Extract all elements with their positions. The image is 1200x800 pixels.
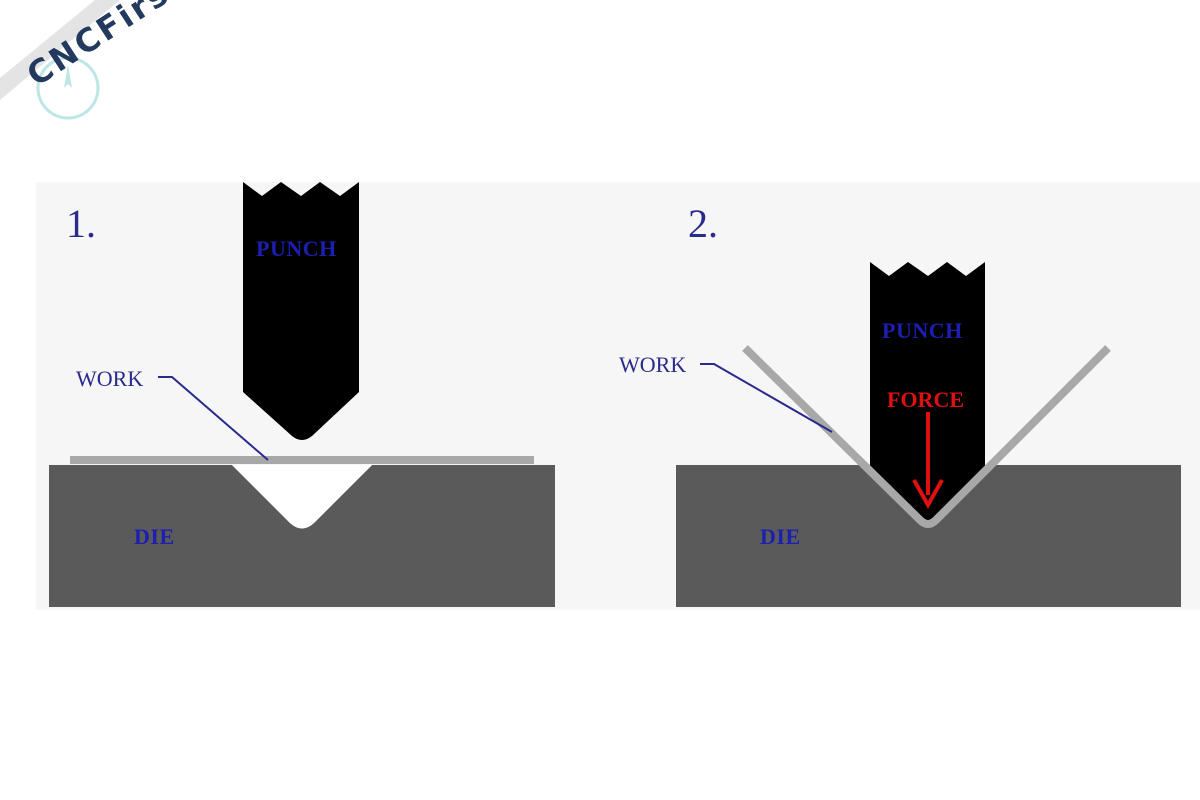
work-leader-2 xyxy=(700,363,833,433)
die-label-2: DIE xyxy=(760,524,801,549)
step-number-1: 1. xyxy=(66,201,96,246)
work-label-1: WORK xyxy=(76,366,144,391)
step-number-2: 2. xyxy=(688,201,718,246)
punch-label-1: PUNCH xyxy=(256,236,337,261)
die-groove-1 xyxy=(232,465,372,529)
work-sheet-1 xyxy=(70,456,534,464)
die-label-1: DIE xyxy=(134,524,175,549)
panel-2 xyxy=(676,262,1181,607)
work-label-2: WORK xyxy=(619,352,687,377)
work-leader-1 xyxy=(158,376,269,461)
die-2 xyxy=(676,465,1181,607)
cncfirst-watermark: CNCFirst xyxy=(0,0,260,170)
logo-ring-icon xyxy=(36,56,100,120)
force-arrow-head-icon xyxy=(912,479,944,510)
force-label: FORCE xyxy=(887,387,964,412)
panel-1 xyxy=(49,182,555,607)
punch-1 xyxy=(243,182,359,440)
watermark-band xyxy=(0,0,120,120)
logo-needle-icon xyxy=(64,64,72,88)
die-1 xyxy=(49,465,555,607)
punch-label-2: PUNCH xyxy=(882,318,963,343)
work-sheet-2 xyxy=(742,345,1111,528)
punch-2 xyxy=(870,262,985,521)
